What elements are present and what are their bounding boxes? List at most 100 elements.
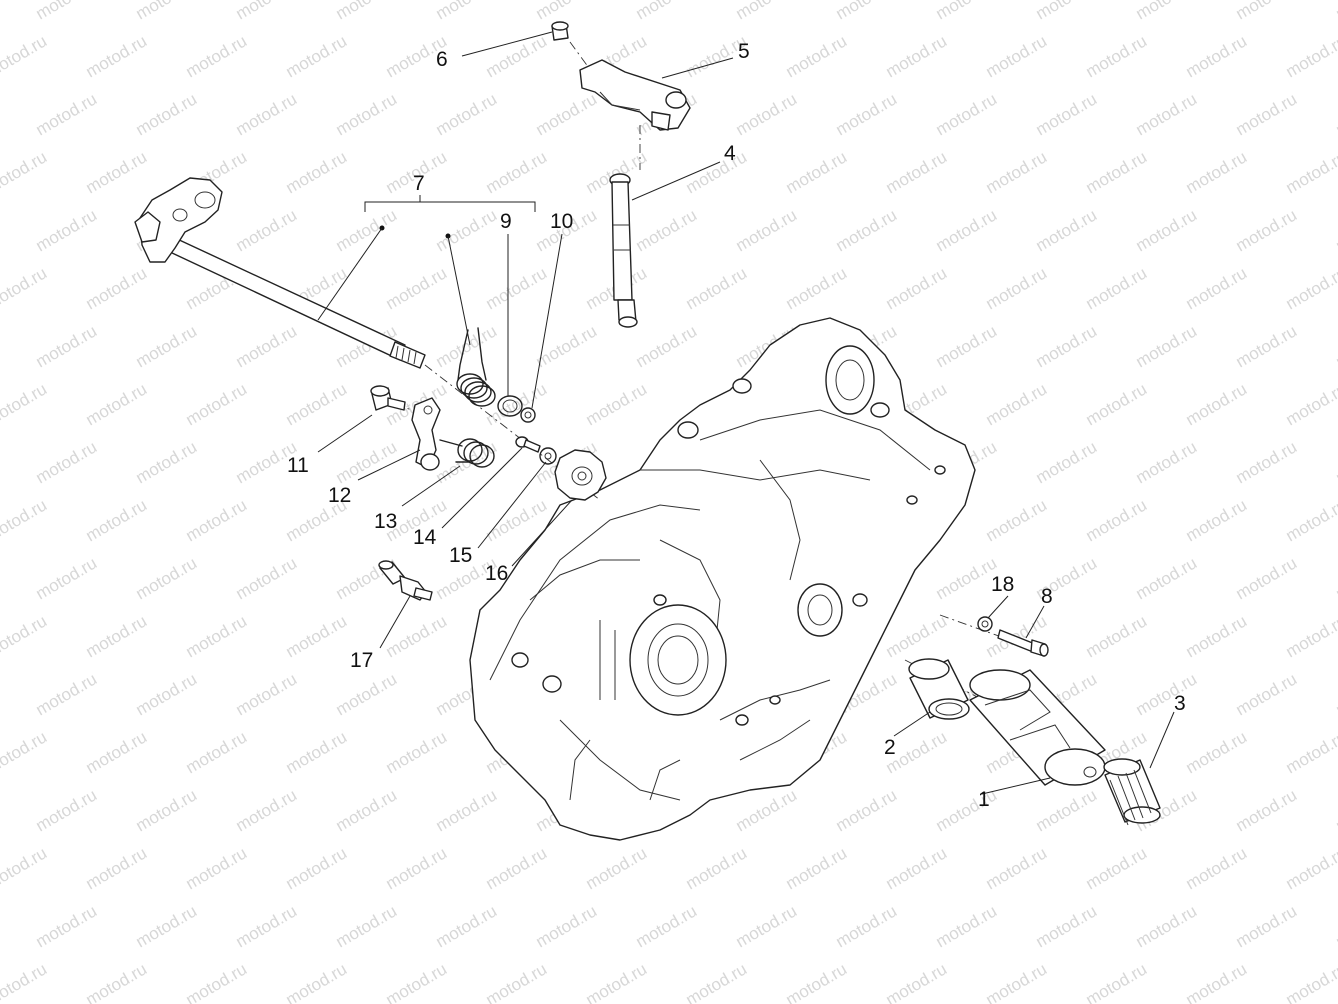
- bolt-8: [997, 629, 1049, 657]
- watermark-text: motod.ru: [183, 379, 251, 429]
- watermark-text: motod.ru: [583, 959, 651, 1004]
- watermark-text: motod.ru: [1283, 263, 1338, 313]
- watermark-text: motod.ru: [1083, 147, 1151, 197]
- watermark-text: motod.ru: [1233, 553, 1301, 603]
- callout-15: 15: [449, 544, 472, 567]
- watermark-text: motod.ru: [333, 0, 401, 23]
- watermark-text: motod.ru: [633, 205, 701, 255]
- watermark-text: motod.ru: [1283, 495, 1338, 545]
- watermark-text: motod.ru: [283, 147, 351, 197]
- watermark-text: motod.ru: [633, 901, 701, 951]
- watermark-text: motod.ru: [133, 321, 201, 371]
- watermark-text: motod.ru: [933, 321, 1001, 371]
- watermark-text: motod.ru: [1333, 0, 1338, 23]
- watermark-text: motod.ru: [283, 959, 351, 1004]
- watermark-text: motod.ru: [1033, 901, 1101, 951]
- watermark-text: motod.ru: [183, 495, 251, 545]
- watermark-text: motod.ru: [1183, 727, 1251, 777]
- gear-selector-shaft: [134, 177, 426, 369]
- watermark-text: motod.ru: [433, 785, 501, 835]
- watermark-text: motod.ru: [33, 205, 101, 255]
- watermark-text: motod.ru: [933, 785, 1001, 835]
- watermark-text: motod.ru: [883, 959, 951, 1004]
- watermark-text: motod.ru: [183, 611, 251, 661]
- watermark-text: motod.ru: [833, 0, 901, 23]
- watermark-text: motod.ru: [1033, 437, 1101, 487]
- watermark-text: motod.ru: [233, 89, 301, 139]
- watermark-text: motod.ru: [1083, 263, 1151, 313]
- watermark-text: motod.ru: [833, 89, 901, 139]
- watermark-text: motod.ru: [1033, 205, 1101, 255]
- watermark-text: motod.ru: [283, 31, 351, 81]
- watermark-text: motod.ru: [133, 669, 201, 719]
- watermark-text: motod.ru: [1283, 31, 1338, 81]
- watermark-text: motod.ru: [1183, 843, 1251, 893]
- watermark-text: motod.ru: [983, 263, 1051, 313]
- bushing: [908, 658, 970, 720]
- watermark-text: motod.ru: [1183, 611, 1251, 661]
- watermark-text: motod.ru: [283, 611, 351, 661]
- watermark-text: motod.ru: [33, 437, 101, 487]
- watermark-text: motod.ru: [433, 89, 501, 139]
- torsion-spring: [456, 327, 496, 407]
- watermark-text: motod.ru: [1183, 147, 1251, 197]
- washer-15: [539, 447, 557, 465]
- watermark-text: motod.ru: [0, 495, 50, 545]
- watermark-text: motod.ru: [183, 727, 251, 777]
- watermark-text: motod.ru: [0, 263, 50, 313]
- callout-6: 6: [436, 48, 448, 71]
- watermark-text: motod.ru: [1283, 727, 1338, 777]
- watermark-text: motod.ru: [883, 843, 951, 893]
- watermark-text: motod.ru: [1133, 89, 1201, 139]
- watermark-text: motod.ru: [1333, 553, 1338, 603]
- watermark-text: motod.ru: [83, 611, 151, 661]
- watermark-text: motod.ru: [1333, 901, 1338, 951]
- watermark-text: motod.ru: [233, 321, 301, 371]
- callout-17: 17: [350, 649, 373, 672]
- watermark-text: motod.ru: [1183, 495, 1251, 545]
- watermark-text: motod.ru: [33, 553, 101, 603]
- watermark-text: motod.ru: [783, 31, 851, 81]
- watermark-text: motod.ru: [133, 785, 201, 835]
- watermark-text: motod.ru: [833, 205, 901, 255]
- watermark-text: motod.ru: [983, 843, 1051, 893]
- watermark-text: motod.ru: [1233, 901, 1301, 951]
- watermark-text: motod.ru: [883, 147, 951, 197]
- watermark-text: motod.ru: [0, 727, 50, 777]
- watermark-text: motod.ru: [1083, 843, 1151, 893]
- watermark-text: motod.ru: [683, 263, 751, 313]
- watermark-text: motod.ru: [683, 959, 751, 1004]
- watermark-text: motod.ru: [333, 205, 401, 255]
- selector-drum: [969, 669, 1106, 786]
- watermark-text: motod.ru: [33, 0, 101, 23]
- watermark-text: motod.ru: [1033, 89, 1101, 139]
- watermark-text: motod.ru: [283, 843, 351, 893]
- watermark-text: motod.ru: [1233, 785, 1301, 835]
- watermark-text: motod.ru: [0, 147, 50, 197]
- watermark-text: motod.ru: [683, 843, 751, 893]
- watermark-text: motod.ru: [933, 205, 1001, 255]
- callout-2: 2: [884, 736, 896, 759]
- callout-7: 7: [413, 172, 425, 195]
- watermark-text: motod.ru: [133, 0, 201, 23]
- selector-lever: [579, 59, 691, 131]
- watermark-text: motod.ru: [333, 89, 401, 139]
- watermark-text: motod.ru: [83, 959, 151, 1004]
- callout-18: 18: [991, 573, 1014, 596]
- watermark-text: motod.ru: [1133, 0, 1201, 23]
- callout-14: 14: [413, 526, 437, 549]
- watermark-text: motod.ru: [1083, 31, 1151, 81]
- watermark-text: motod.ru: [1183, 959, 1251, 1004]
- watermark-text: motod.ru: [33, 321, 101, 371]
- watermark-text: motod.ru: [983, 379, 1051, 429]
- washer-18: [977, 616, 993, 632]
- watermark-text: motod.ru: [783, 959, 851, 1004]
- watermark-text: motod.ru: [1333, 321, 1338, 371]
- callout-12: 12: [328, 484, 351, 507]
- watermark-text: motod.ru: [233, 0, 301, 23]
- watermark-text: motod.ru: [933, 901, 1001, 951]
- watermark-text: motod.ru: [983, 147, 1051, 197]
- watermark-text: motod.ru: [0, 31, 50, 81]
- watermark-text: motod.ru: [333, 669, 401, 719]
